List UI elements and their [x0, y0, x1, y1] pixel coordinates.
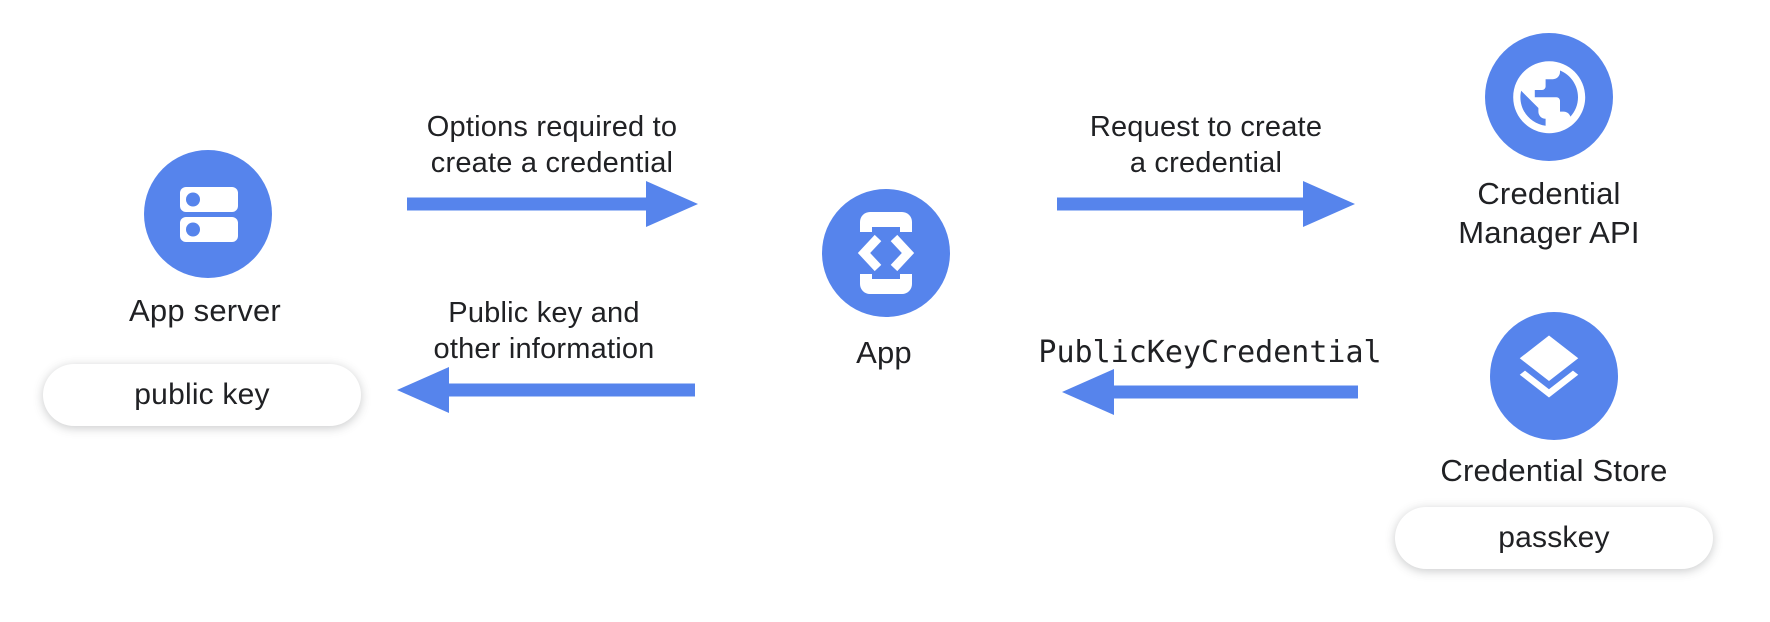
- credential-manager-api-node: [1485, 33, 1613, 161]
- arrow-left-icon: [1062, 369, 1358, 415]
- passkey-badge-label: passkey: [1498, 521, 1610, 554]
- layers-icon: [1519, 335, 1579, 398]
- arrow-right-icon: [407, 181, 698, 227]
- credential-store-label: Credential Store: [1440, 453, 1668, 488]
- credential-manager-api-label: Credential Manager API: [1399, 174, 1699, 252]
- public-key-badge: public key: [43, 364, 361, 426]
- phone-code-icon: [857, 212, 915, 294]
- arrow-left-icon: [397, 367, 695, 413]
- flow-request-label-line2: a credential: [1129, 147, 1283, 179]
- arrow-right-icon: [1057, 181, 1355, 227]
- app-server-label: App server: [129, 293, 281, 328]
- credential-store-node: [1490, 312, 1618, 440]
- credential-manager-api-label-line1: Credential: [1477, 176, 1621, 211]
- flow-request-label: Request to create a credential: [1036, 109, 1376, 181]
- globe-icon: [1513, 61, 1586, 134]
- flow-publickey-label-line1: Public key and: [448, 297, 640, 329]
- app-server-node: [144, 150, 272, 278]
- app-label: App: [856, 335, 912, 370]
- flow-publickey-label: Public key and other information: [374, 295, 714, 367]
- server-icon: [180, 187, 238, 242]
- flow-options-label-line1: Options required to: [426, 111, 678, 143]
- flow-request-label-line1: Request to create: [1089, 111, 1323, 143]
- flow-publickeycredential-label: PublicKeyCredential: [1038, 335, 1382, 370]
- flow-publickey-label-line2: other information: [433, 333, 655, 365]
- passkey-badge: passkey: [1395, 507, 1713, 569]
- app-node: [822, 189, 950, 317]
- credential-manager-api-label-line2: Manager API: [1458, 215, 1640, 250]
- public-key-badge-label: public key: [134, 378, 270, 411]
- flow-options-label-line2: create a credential: [430, 147, 674, 179]
- flow-options-label: Options required to create a credential: [382, 109, 722, 181]
